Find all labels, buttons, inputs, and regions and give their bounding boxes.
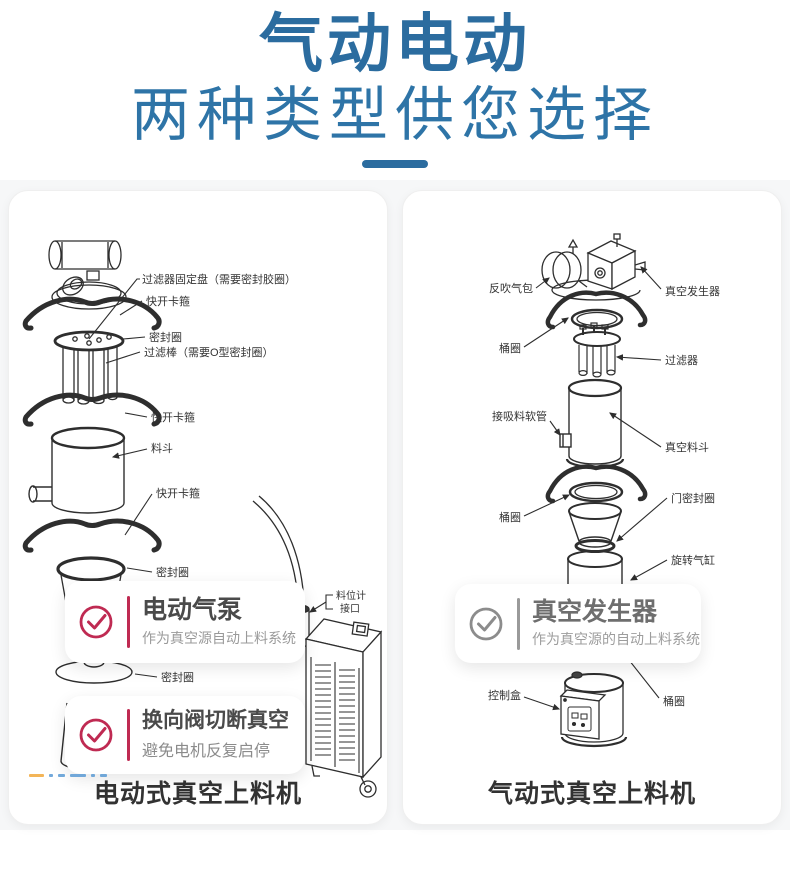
watermark-remnant	[29, 774, 107, 777]
accent-bar	[127, 596, 130, 648]
control-unit	[559, 671, 628, 748]
blowback-airbag-and-generator	[541, 233, 646, 301]
part-label: 料斗	[151, 441, 173, 455]
part-label: 反吹气包	[489, 281, 533, 295]
filter-unit	[573, 322, 621, 378]
pneumatic-feeder-caption: 气动式真空上料机	[487, 780, 696, 808]
pneumatic-exploded-diagram: 反吹气包 真空发生器 桶圈 过滤器 接吸料软管 真空料斗 桶圈 门密封圈 旋转气…	[488, 233, 720, 748]
page-title: 气动电动	[259, 8, 531, 80]
callout-desc: 避免电机反复启停	[142, 742, 271, 760]
clamp-ring-2	[25, 395, 159, 424]
part-label: 过滤棒（需要O型密封圈）	[144, 345, 274, 359]
barrel-ring-1	[545, 290, 648, 330]
check-circle-icon	[469, 607, 503, 640]
filter-plate-and-rods	[53, 330, 125, 405]
callout-electric-pump: 电动气泵 作为真空源自动上料系统	[65, 581, 305, 663]
callout-reversing-valve: 换向阀切断真空 避免电机反复启停	[65, 696, 305, 774]
check-circle-icon	[79, 718, 113, 752]
part-label: 桶圈	[499, 341, 521, 355]
electric-feeder-caption: 电动式真空上料机	[93, 780, 302, 808]
pneumatic-feeder-panel: 反吹气包 真空发生器 桶圈 过滤器 接吸料软管 真空料斗 桶圈 门密封圈 旋转气…	[402, 190, 782, 825]
part-label: 料位计	[336, 589, 366, 602]
accent-bar	[517, 597, 520, 650]
callout-title: 电动气泵	[142, 596, 243, 625]
part-label: 桶圈	[663, 694, 685, 708]
hopper	[28, 426, 126, 514]
leader-lines	[88, 278, 333, 678]
part-label: 桶圈	[499, 510, 521, 524]
part-label: 控制盒	[488, 688, 521, 702]
part-label: 旋转气缸	[671, 553, 715, 567]
part-label: 过滤器	[665, 354, 698, 367]
callout-title: 换向阀切断真空	[142, 709, 289, 733]
callout-desc: 作为真空源的自动上料系统	[532, 631, 700, 648]
callout-desc: 作为真空源自动上料系统	[142, 629, 296, 646]
callout-title: 真空发生器	[532, 597, 658, 626]
electric-feeder-panel: 过滤器固定盘（需要密封胶圈） 快开卡箍 密封圈 过滤棒（需要O型密封圈） 快开卡…	[8, 190, 388, 825]
part-label: 真空料斗	[665, 440, 709, 454]
accent-bar	[127, 709, 130, 761]
part-label: 快开卡箍	[151, 410, 195, 424]
part-label: 快开卡箍	[146, 294, 190, 308]
electric-exploded-diagram: 过滤器固定盘（需要密封胶圈） 快开卡箍 密封圈 过滤棒（需要O型密封圈） 快开卡…	[9, 240, 383, 798]
clamp-ring-3	[25, 521, 159, 550]
callout-vacuum-generator: 真空发生器 作为真空源的自动上料系统	[455, 584, 701, 663]
part-label: 快开卡箍	[156, 486, 200, 500]
leader-lines	[523, 266, 668, 711]
panels-area: 过滤器固定盘（需要密封胶圈） 快开卡箍 密封圈 过滤棒（需要O型密封圈） 快开卡…	[0, 180, 790, 830]
check-circle-icon	[79, 605, 113, 639]
barrel-ring-2	[545, 464, 648, 504]
page-header: 气动电动 两种类型供您选择	[0, 0, 790, 168]
part-label: 接口	[340, 602, 360, 615]
part-label: 接吸料软管	[492, 409, 547, 423]
title-underline-decoration	[362, 160, 428, 168]
part-label: 密封圈	[156, 565, 189, 579]
part-label: 门密封圈	[671, 491, 715, 505]
vent-louvers	[315, 664, 355, 761]
caster-wheel	[359, 776, 377, 798]
vacuum-hopper	[559, 378, 625, 469]
motor-assembly	[48, 240, 127, 310]
page-subtitle: 两种类型供您选择	[130, 82, 659, 149]
discharge-cone	[568, 502, 622, 553]
part-label: 密封圈	[161, 670, 194, 684]
part-label: 过滤器固定盘（需要密封胶圈）	[142, 272, 296, 286]
pump-machine	[304, 618, 383, 798]
part-label: 密封圈	[149, 330, 182, 344]
part-label: 真空发生器	[665, 284, 720, 298]
